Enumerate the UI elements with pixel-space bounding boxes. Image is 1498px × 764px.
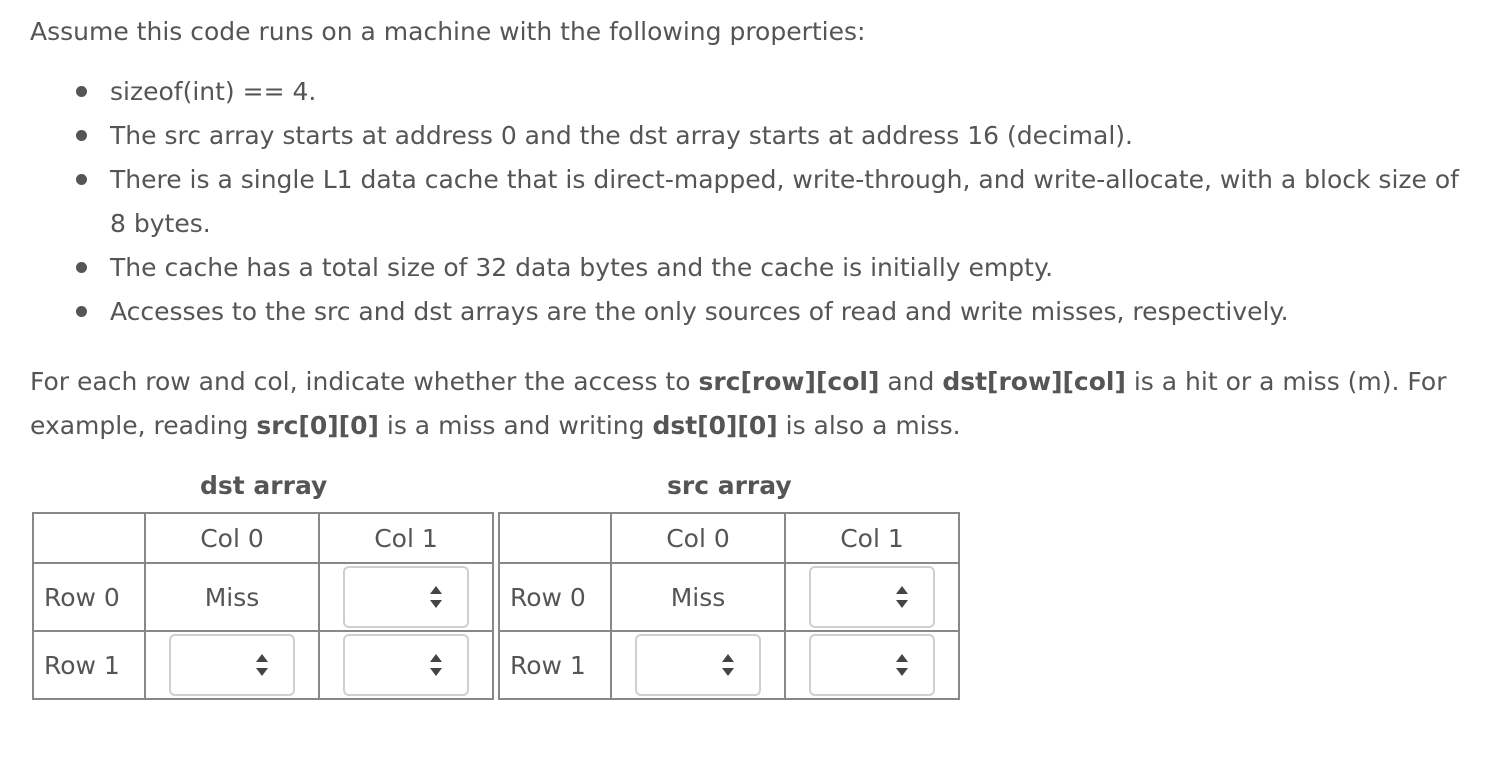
bullet-icon [76, 174, 87, 185]
hit-miss-select[interactable] [635, 634, 761, 696]
cell-value: Miss [610, 562, 786, 632]
dst-table: Col 0 Col 1 Row 0 Miss Row 1 [32, 512, 494, 700]
up-down-chevron-icon [722, 654, 734, 676]
list-item: Accesses to the src and dst arrays are t… [60, 290, 1480, 334]
hit-miss-select[interactable] [809, 566, 935, 628]
row-header-row1: Row 1 [32, 630, 146, 700]
list-item-text: The src array starts at address 0 and th… [110, 121, 1133, 150]
list-item-text: sizeof(int) == 4. [110, 77, 317, 106]
intro-text: Assume this code runs on a machine with … [30, 17, 866, 46]
column-header-col1: Col 1 [318, 512, 494, 564]
instructions-text: For each row and col, indicate whether t… [30, 367, 699, 396]
up-down-chevron-icon [256, 654, 268, 676]
cell-select [144, 630, 320, 700]
list-item: sizeof(int) == 4. [60, 70, 1480, 114]
hit-miss-select[interactable] [169, 634, 295, 696]
corner-cell [32, 512, 146, 564]
dst-table-caption: dst array [200, 471, 328, 500]
up-down-chevron-icon [896, 654, 908, 676]
instructions-text: is a miss and writing [378, 411, 653, 440]
cell-select [784, 630, 960, 700]
up-down-chevron-icon [896, 586, 908, 608]
instructions-text: is also a miss. [777, 411, 961, 440]
src-table: Col 0 Col 1 Row 0 Miss Row 1 [498, 512, 960, 700]
instructions-code: src[row][col] [698, 367, 880, 396]
instructions-code: dst[0][0] [652, 411, 778, 440]
column-header-col1: Col 1 [784, 512, 960, 564]
instructions-text: and [879, 367, 943, 396]
hit-miss-select[interactable] [343, 634, 469, 696]
corner-cell [498, 512, 612, 564]
cell-select [318, 630, 494, 700]
column-header-col0: Col 0 [144, 512, 320, 564]
src-table-caption: src array [667, 471, 792, 500]
instructions-text: is a hit or a miss (m). For example, rea… [30, 367, 1447, 440]
bullet-icon [76, 262, 87, 273]
row-header-row0: Row 0 [32, 562, 146, 632]
list-item-text: The cache has a total size of 32 data by… [110, 253, 1054, 282]
cell-select [610, 630, 786, 700]
list-item-text: There is a single L1 data cache that is … [110, 165, 1459, 238]
bullet-icon [76, 86, 87, 97]
hit-miss-select[interactable] [809, 634, 935, 696]
cell-select [318, 562, 494, 632]
cell-select [784, 562, 960, 632]
instructions-paragraph: For each row and col, indicate whether t… [30, 360, 1470, 448]
list-item: The cache has a total size of 32 data by… [60, 246, 1480, 290]
up-down-chevron-icon [430, 586, 442, 608]
bullet-icon [76, 306, 87, 317]
row-header-row0: Row 0 [498, 562, 612, 632]
instructions-code: dst[row][col] [942, 367, 1126, 396]
properties-list: sizeof(int) == 4. The src array starts a… [60, 70, 1480, 334]
list-item: The src array starts at address 0 and th… [60, 114, 1480, 158]
hit-miss-select[interactable] [343, 566, 469, 628]
instructions-code: src[0][0] [256, 411, 379, 440]
list-item-text: Accesses to the src and dst arrays are t… [110, 297, 1289, 326]
column-header-col0: Col 0 [610, 512, 786, 564]
row-header-row1: Row 1 [498, 630, 612, 700]
list-item: There is a single L1 data cache that is … [60, 158, 1480, 246]
bullet-icon [76, 130, 87, 141]
up-down-chevron-icon [430, 654, 442, 676]
cell-value: Miss [144, 562, 320, 632]
